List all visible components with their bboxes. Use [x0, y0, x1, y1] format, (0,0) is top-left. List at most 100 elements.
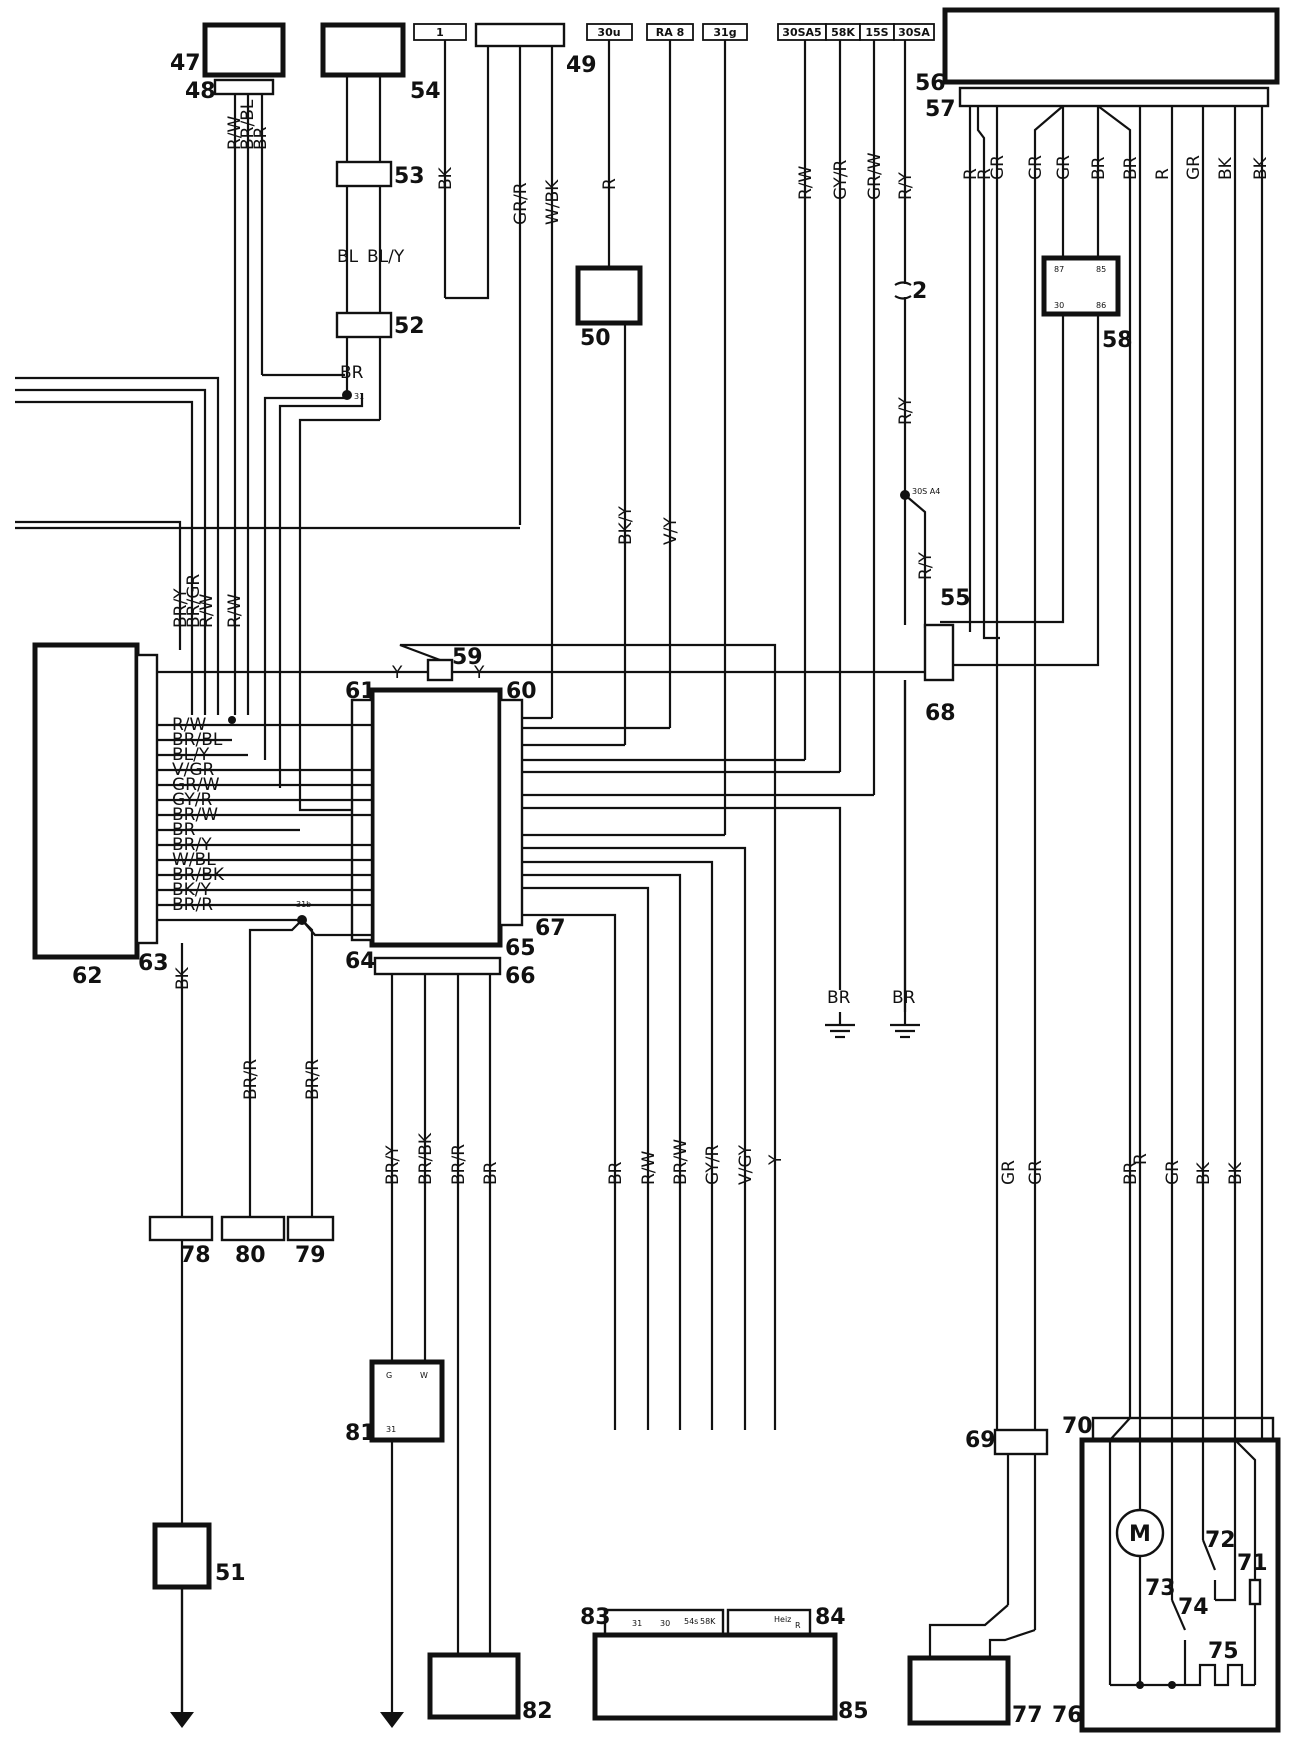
svg-text:BR/BL: BR/BL [238, 99, 258, 150]
svg-text:30SA5: 30SA5 [782, 26, 821, 39]
svg-text:GR/R: GR/R [511, 182, 531, 225]
component-56: 56 [915, 7, 1280, 96]
svg-text:30S A4: 30S A4 [912, 487, 940, 496]
connector-69: 69 [965, 1428, 1049, 1456]
svg-text:BR: BR [481, 1161, 501, 1185]
connector-53: 53 [335, 160, 425, 189]
splice-31b: 31b [296, 900, 311, 925]
label-54: 54 [410, 79, 441, 104]
svg-text:BR/R: BR/R [241, 1059, 261, 1100]
svg-text:BR/R: BR/R [172, 895, 213, 915]
connector-83: 31 30 54s 58K 83 [580, 1605, 725, 1637]
connector-79: 79 [286, 1215, 335, 1268]
component-77: 77 [907, 1655, 1043, 1728]
label-68: 68 [925, 701, 956, 726]
svg-text:87: 87 [1054, 265, 1064, 274]
terminal-tag-1: 1 [413, 23, 467, 41]
label-82: 82 [522, 1699, 553, 1724]
svg-text:R: R [600, 178, 620, 190]
terminal-tag-ra8: RA 8 [646, 23, 694, 41]
svg-text:RA 8: RA 8 [656, 26, 684, 39]
connector-68: 68 [923, 623, 956, 726]
svg-text:BL/Y: BL/Y [172, 745, 210, 765]
svg-text:31b: 31b [296, 900, 311, 909]
svg-text:BR: BR [1089, 156, 1109, 180]
svg-text:R: R [961, 168, 981, 180]
svg-text:85: 85 [1096, 265, 1106, 274]
svg-text:BK: BK [1216, 156, 1236, 180]
label-49: 49 [566, 53, 597, 78]
svg-text:GR/W: GR/W [865, 152, 885, 200]
label-71: 71 [1237, 1551, 1268, 1576]
label-57: 57 [925, 97, 956, 122]
svg-text:Y: Y [473, 663, 485, 683]
svg-text:BK: BK [1226, 1161, 1246, 1185]
component-81: G W 31 81 [345, 1359, 445, 1446]
inline-connector-2: 2 [894, 279, 927, 304]
label-70: 70 [1062, 1414, 1093, 1439]
svg-text:58K: 58K [700, 1617, 716, 1626]
label-81: 81 [345, 1421, 376, 1446]
svg-text:58K: 58K [831, 26, 855, 39]
connector-66: 66 [373, 956, 536, 989]
svg-text:M: M [1129, 1522, 1151, 1547]
svg-text:31g: 31g [713, 26, 736, 39]
svg-text:GR: GR [1163, 1160, 1183, 1185]
connector-63: 63 [135, 653, 169, 976]
svg-text:86: 86 [1096, 301, 1106, 310]
svg-text:BK/Y: BK/Y [616, 505, 636, 545]
component-76: 76 M 71 72 73 74 75 [1052, 1437, 1281, 1733]
label-66: 66 [505, 964, 536, 989]
label-83: 83 [580, 1605, 611, 1630]
label-74: 74 [1178, 1595, 1209, 1620]
svg-text:V/GY: V/GY [736, 1144, 756, 1185]
label-52: 52 [394, 314, 425, 339]
label-73: 73 [1145, 1576, 1176, 1601]
wires-middle [157, 643, 925, 1715]
splice-31: 31 [342, 390, 364, 401]
svg-text:GR: GR [1026, 155, 1046, 180]
svg-text:BR: BR [251, 126, 271, 150]
svg-text:1: 1 [436, 26, 444, 39]
label-59: 59 [452, 645, 483, 670]
splice-62 [228, 716, 236, 724]
svg-text:Y: Y [391, 663, 403, 683]
label-63: 63 [138, 951, 169, 976]
label-47: 47 [170, 51, 201, 76]
connector-64: 64 [345, 698, 376, 974]
label-78: 78 [180, 1243, 211, 1268]
svg-text:BK: BK [173, 966, 193, 990]
label-75: 75 [1208, 1639, 1239, 1664]
connector-52: 52 [335, 311, 425, 339]
ground-arrow-51 [170, 1712, 194, 1728]
label-77: 77 [1012, 1703, 1043, 1728]
ground-symbol-2 [890, 1012, 920, 1039]
label-51: 51 [215, 1561, 246, 1586]
svg-text:GR: GR [1184, 155, 1204, 180]
svg-text:BL: BL [337, 247, 359, 267]
ground-arrow-81 [380, 1712, 404, 1728]
connector-65: 65 67 [498, 698, 566, 961]
connector-78: 78 [148, 1215, 214, 1268]
wire-labels: R/W BR/BL BR BK GR/R W/BK R BL BL/Y BR R… [171, 99, 1271, 1185]
label-56: 56 [915, 71, 946, 96]
svg-text:BL/Y: BL/Y [367, 247, 405, 267]
svg-text:BR/GR: BR/GR [184, 574, 204, 628]
label-69: 69 [965, 1428, 996, 1453]
svg-text:GR/W: GR/W [172, 775, 220, 795]
svg-text:V/Y: V/Y [661, 517, 681, 545]
svg-text:BR/W: BR/W [671, 1139, 691, 1185]
label-80: 80 [235, 1243, 266, 1268]
label-48: 48 [185, 79, 216, 104]
connector-80: 80 [220, 1215, 286, 1268]
svg-text:BK/Y: BK/Y [172, 880, 212, 900]
svg-text:BR/BK: BR/BK [416, 1132, 436, 1185]
svg-text:R: R [795, 1621, 801, 1630]
svg-text:54s: 54s [684, 1617, 698, 1626]
svg-text:31: 31 [632, 1619, 642, 1628]
svg-text:R: R [1153, 168, 1173, 180]
svg-text:R/Y: R/Y [896, 171, 916, 200]
svg-text:BK: BK [1251, 156, 1271, 180]
svg-text:W/BK: W/BK [543, 179, 563, 225]
svg-text:BR: BR [892, 988, 916, 1008]
